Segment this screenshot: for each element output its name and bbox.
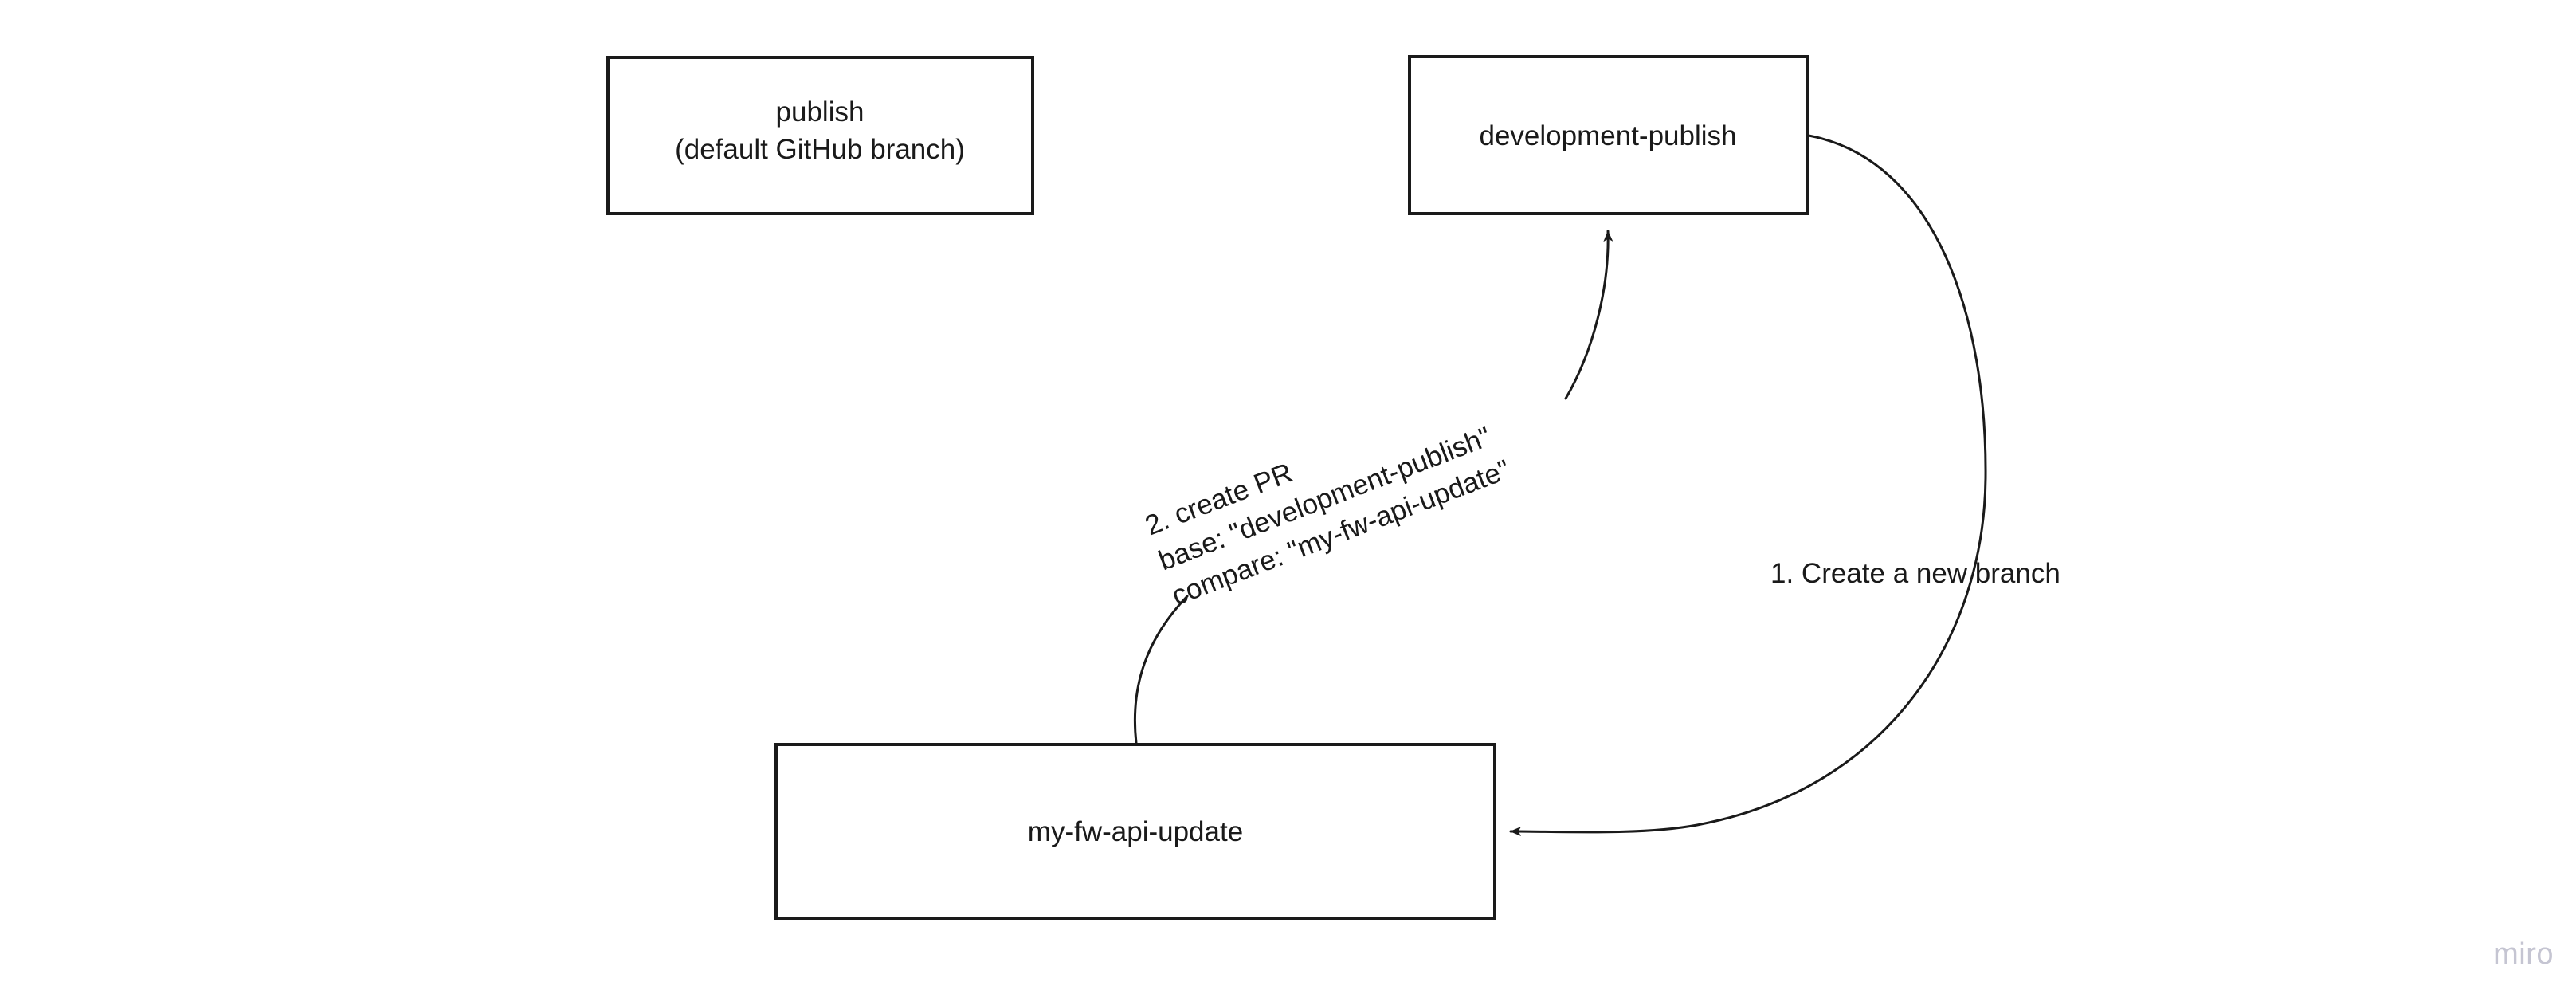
node-publish-box: [606, 56, 1034, 215]
edge-create-pr[interactable]: [1133, 230, 1613, 744]
edge-label-create-branch: 1. Create a new branch: [1770, 558, 2060, 589]
node-my-fw-api-update-label: my-fw-api-update: [1028, 816, 1243, 847]
node-development-publish-label: development-publish: [1480, 120, 1737, 151]
node-development-publish[interactable]: development-publish: [1408, 55, 1809, 215]
edge-create-pr-path: [1133, 595, 1189, 744]
node-publish-label-line1: publish: [776, 96, 865, 128]
node-development-publish-box: [1408, 55, 1809, 215]
edge-label-create-pr: 2. create PR base: "development-publish"…: [1141, 421, 1515, 611]
node-publish-label-line2: (default GitHub branch): [675, 134, 965, 165]
edge-create-pr-path-upper: [1564, 230, 1613, 400]
edge-create-branch[interactable]: [1509, 134, 1987, 837]
node-publish[interactable]: publish (default GitHub branch): [606, 56, 1034, 215]
node-my-fw-api-update-box: [774, 743, 1496, 920]
edge-create-branch-path: [1509, 134, 1987, 837]
miro-watermark: miro: [2493, 937, 2554, 971]
node-my-fw-api-update[interactable]: my-fw-api-update: [774, 743, 1496, 920]
